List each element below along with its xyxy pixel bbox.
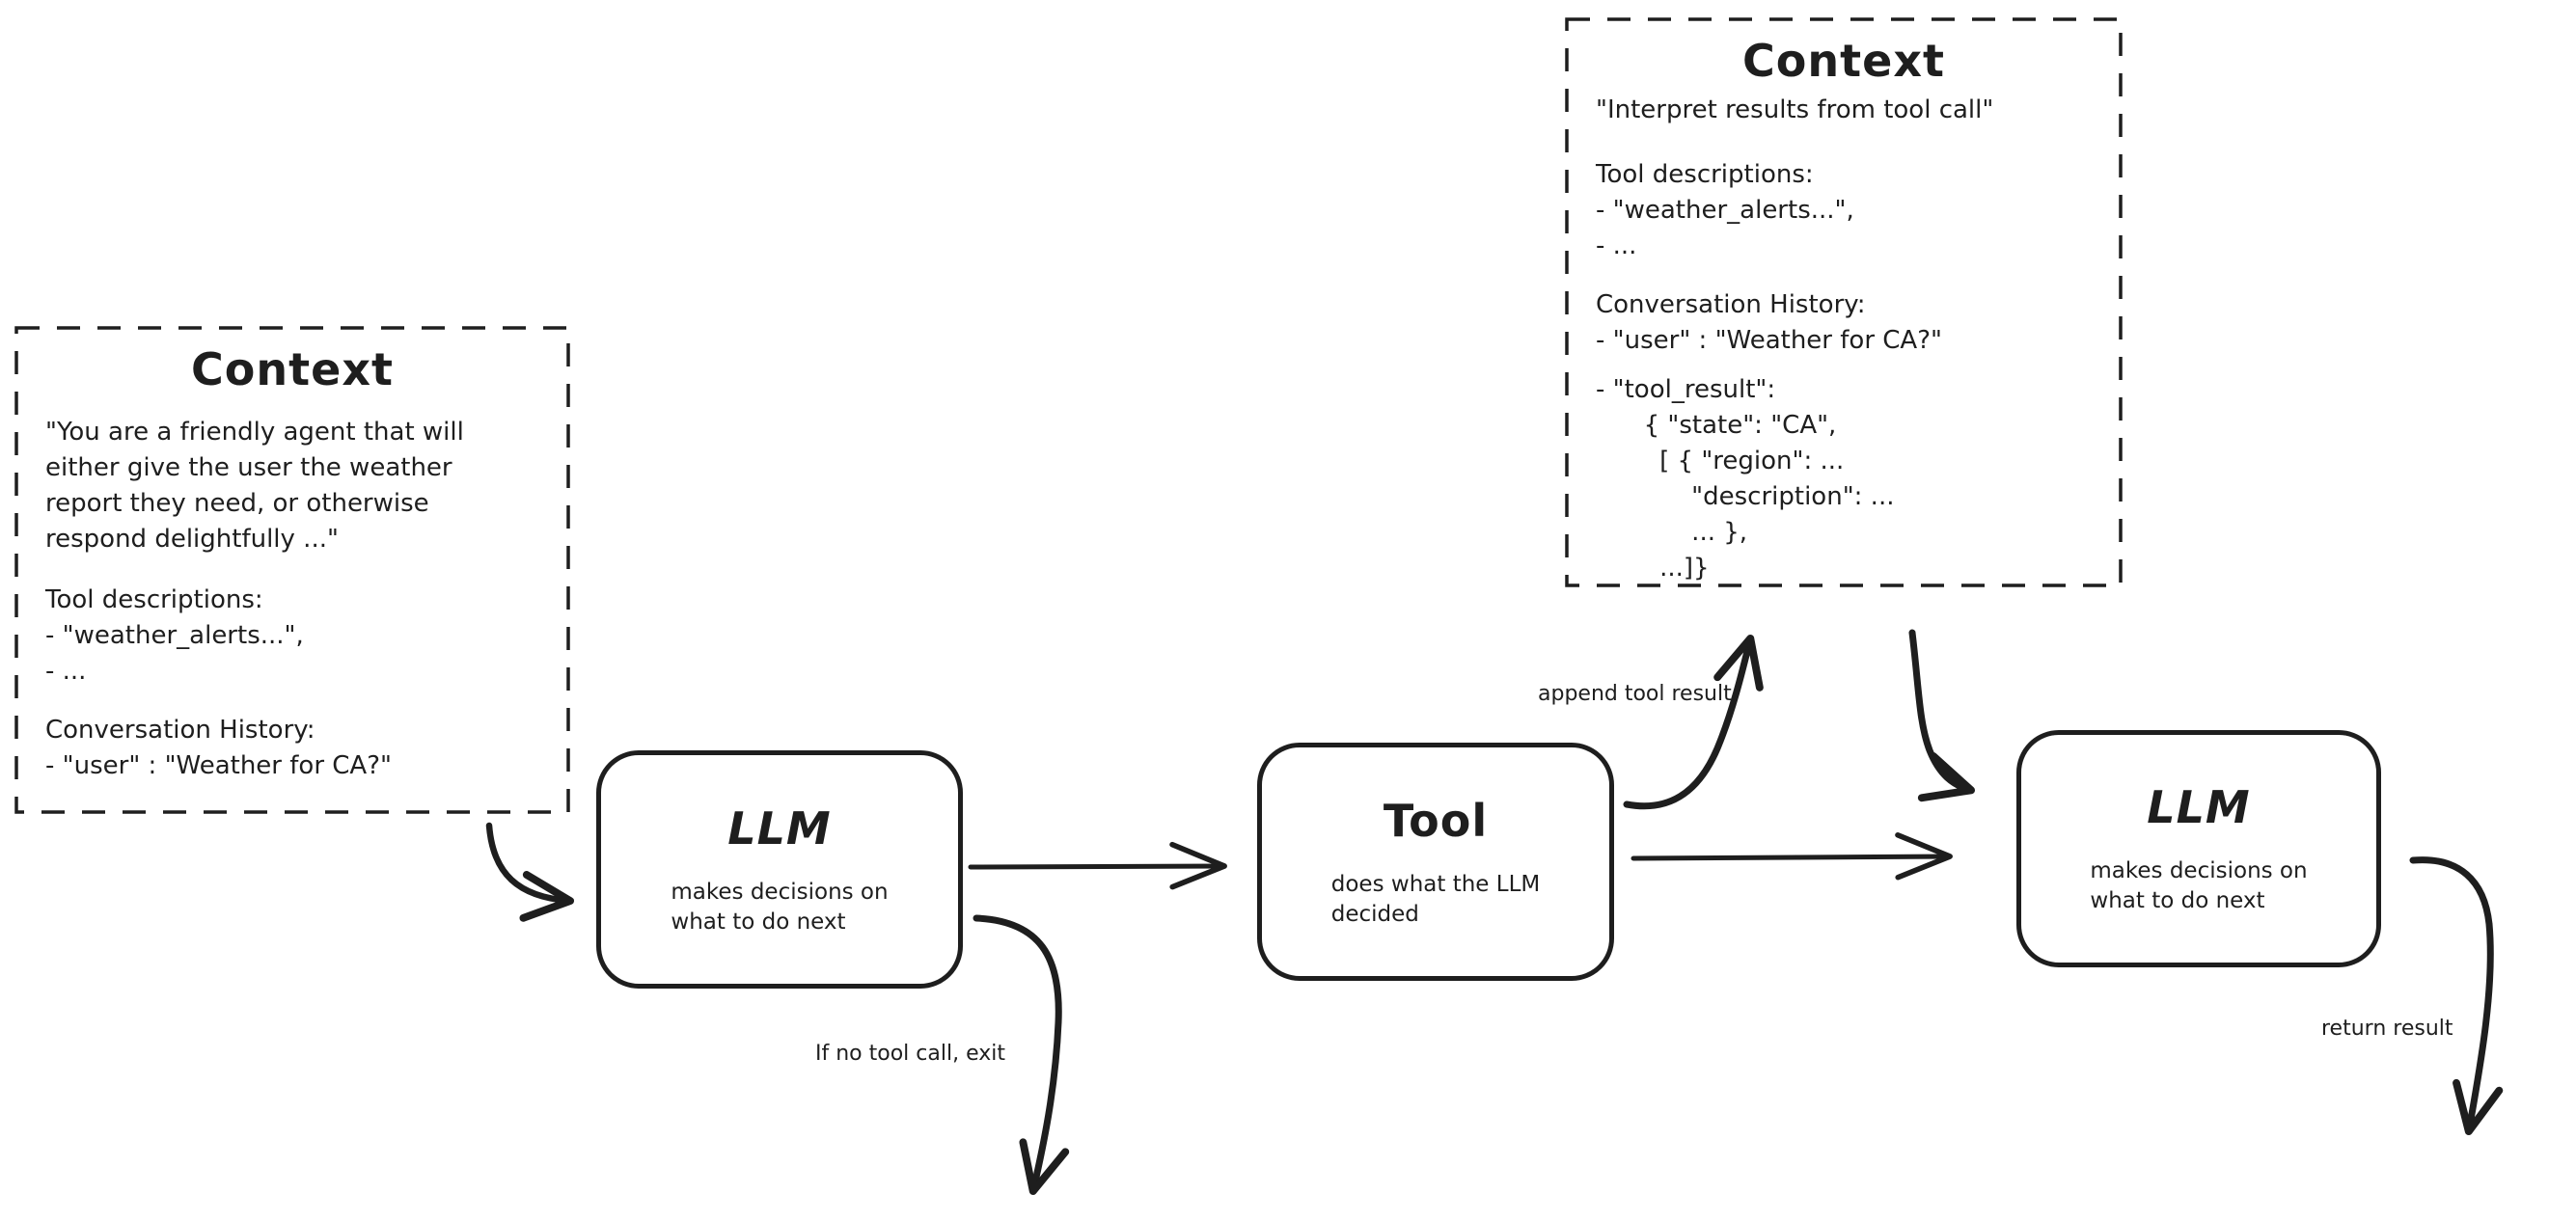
context-left-conversation-history: Conversation History: - "user" : "Weathe…	[45, 716, 392, 780]
context-top-border	[1565, 17, 2123, 587]
arrow-llm1-to-tool	[968, 841, 1227, 890]
arrow-tool-to-context-top	[1623, 634, 1764, 810]
node-llm-2: LLM makes decisions on what to do next	[2016, 730, 2381, 967]
context-top-tool-result: - "tool_result": { "state": "CA", [ { "r…	[1596, 375, 1895, 583]
label-append-tool-result: append tool result	[1538, 682, 1732, 706]
node-llm-1-title: LLM	[727, 801, 832, 855]
context-box-top: Context "Interpret results from tool cal…	[1567, 19, 2121, 585]
arrow-llm2-return-result	[2409, 856, 2504, 1136]
context-box-left: Context "You are a friendly agent that w…	[16, 328, 568, 812]
context-left-border	[14, 326, 570, 814]
label-return-result: return result	[2321, 1017, 2453, 1041]
context-top-tool-descriptions: Tool descriptions: - "weather_alerts..."…	[1596, 160, 1854, 260]
arrow-context-top-to-llm2	[1908, 629, 1976, 802]
context-top-instruction: "Interpret results from tool call"	[1596, 95, 1994, 124]
node-tool-subtitle: does what the LLM decided	[1330, 871, 1541, 927]
node-llm-2-title: LLM	[2147, 781, 2251, 833]
label-no-tool-call-exit: If no tool call, exit	[815, 1042, 1005, 1066]
arrow-tool-to-llm2	[1631, 832, 1953, 881]
context-left-tool-descriptions: Tool descriptions: - "weather_alerts..."…	[45, 585, 304, 686]
context-left-title: Context	[191, 343, 394, 395]
node-llm-1: LLM makes decisions on what to do next	[596, 750, 963, 989]
node-llm-1-subtitle: makes decisions on what to do next	[671, 879, 889, 935]
node-tool-title: Tool	[1383, 794, 1489, 847]
arrow-context-left-to-llm1	[485, 822, 575, 922]
context-left-system-prompt: "You are a friendly agent that will eith…	[45, 418, 464, 554]
context-top-conversation-history: Conversation History: - "user" : "Weathe…	[1596, 290, 1942, 355]
arrow-llm1-exit	[973, 914, 1070, 1196]
node-tool: Tool does what the LLM decided	[1257, 743, 1614, 981]
node-llm-2-subtitle: makes decisions on what to do next	[2090, 858, 2308, 913]
context-top-title: Context	[1742, 35, 1945, 87]
